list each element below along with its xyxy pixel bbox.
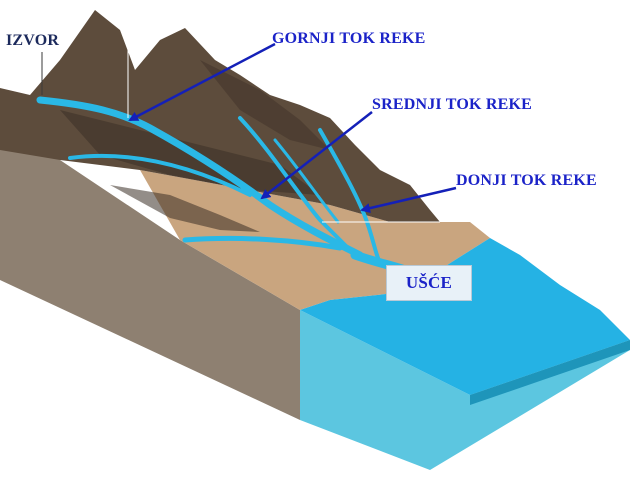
ground-cross-section <box>0 95 300 420</box>
label-gornji-tok: GORNJI TOK REKE <box>272 30 426 47</box>
tributary <box>238 116 354 254</box>
mountain-range <box>0 10 440 222</box>
tributary <box>273 138 340 224</box>
label-izvor: IZVOR <box>6 32 60 49</box>
sea-surface <box>300 238 630 395</box>
label-srednji-tok: SREDNJI TOK REKE <box>372 96 532 113</box>
pointer-arrows <box>128 42 457 214</box>
leader-lines <box>41 26 440 223</box>
usce-label-box: UŠĆE <box>386 265 472 301</box>
ridge-shadow <box>200 60 330 150</box>
label-donji-tok: DONJI TOK REKE <box>456 172 597 189</box>
sea-right-face <box>470 340 630 405</box>
arrow-donji <box>360 186 457 214</box>
label-usce: UŠĆE <box>405 273 453 292</box>
upper-course-channel <box>36 96 364 259</box>
tributary <box>318 128 380 260</box>
tributary <box>182 235 343 251</box>
river-network <box>36 96 410 275</box>
arrow-gornji <box>128 42 276 122</box>
sea-front-face <box>300 310 630 470</box>
tributary <box>68 153 252 197</box>
ridge-shadow <box>110 185 260 232</box>
arrow-srednji <box>260 111 373 200</box>
